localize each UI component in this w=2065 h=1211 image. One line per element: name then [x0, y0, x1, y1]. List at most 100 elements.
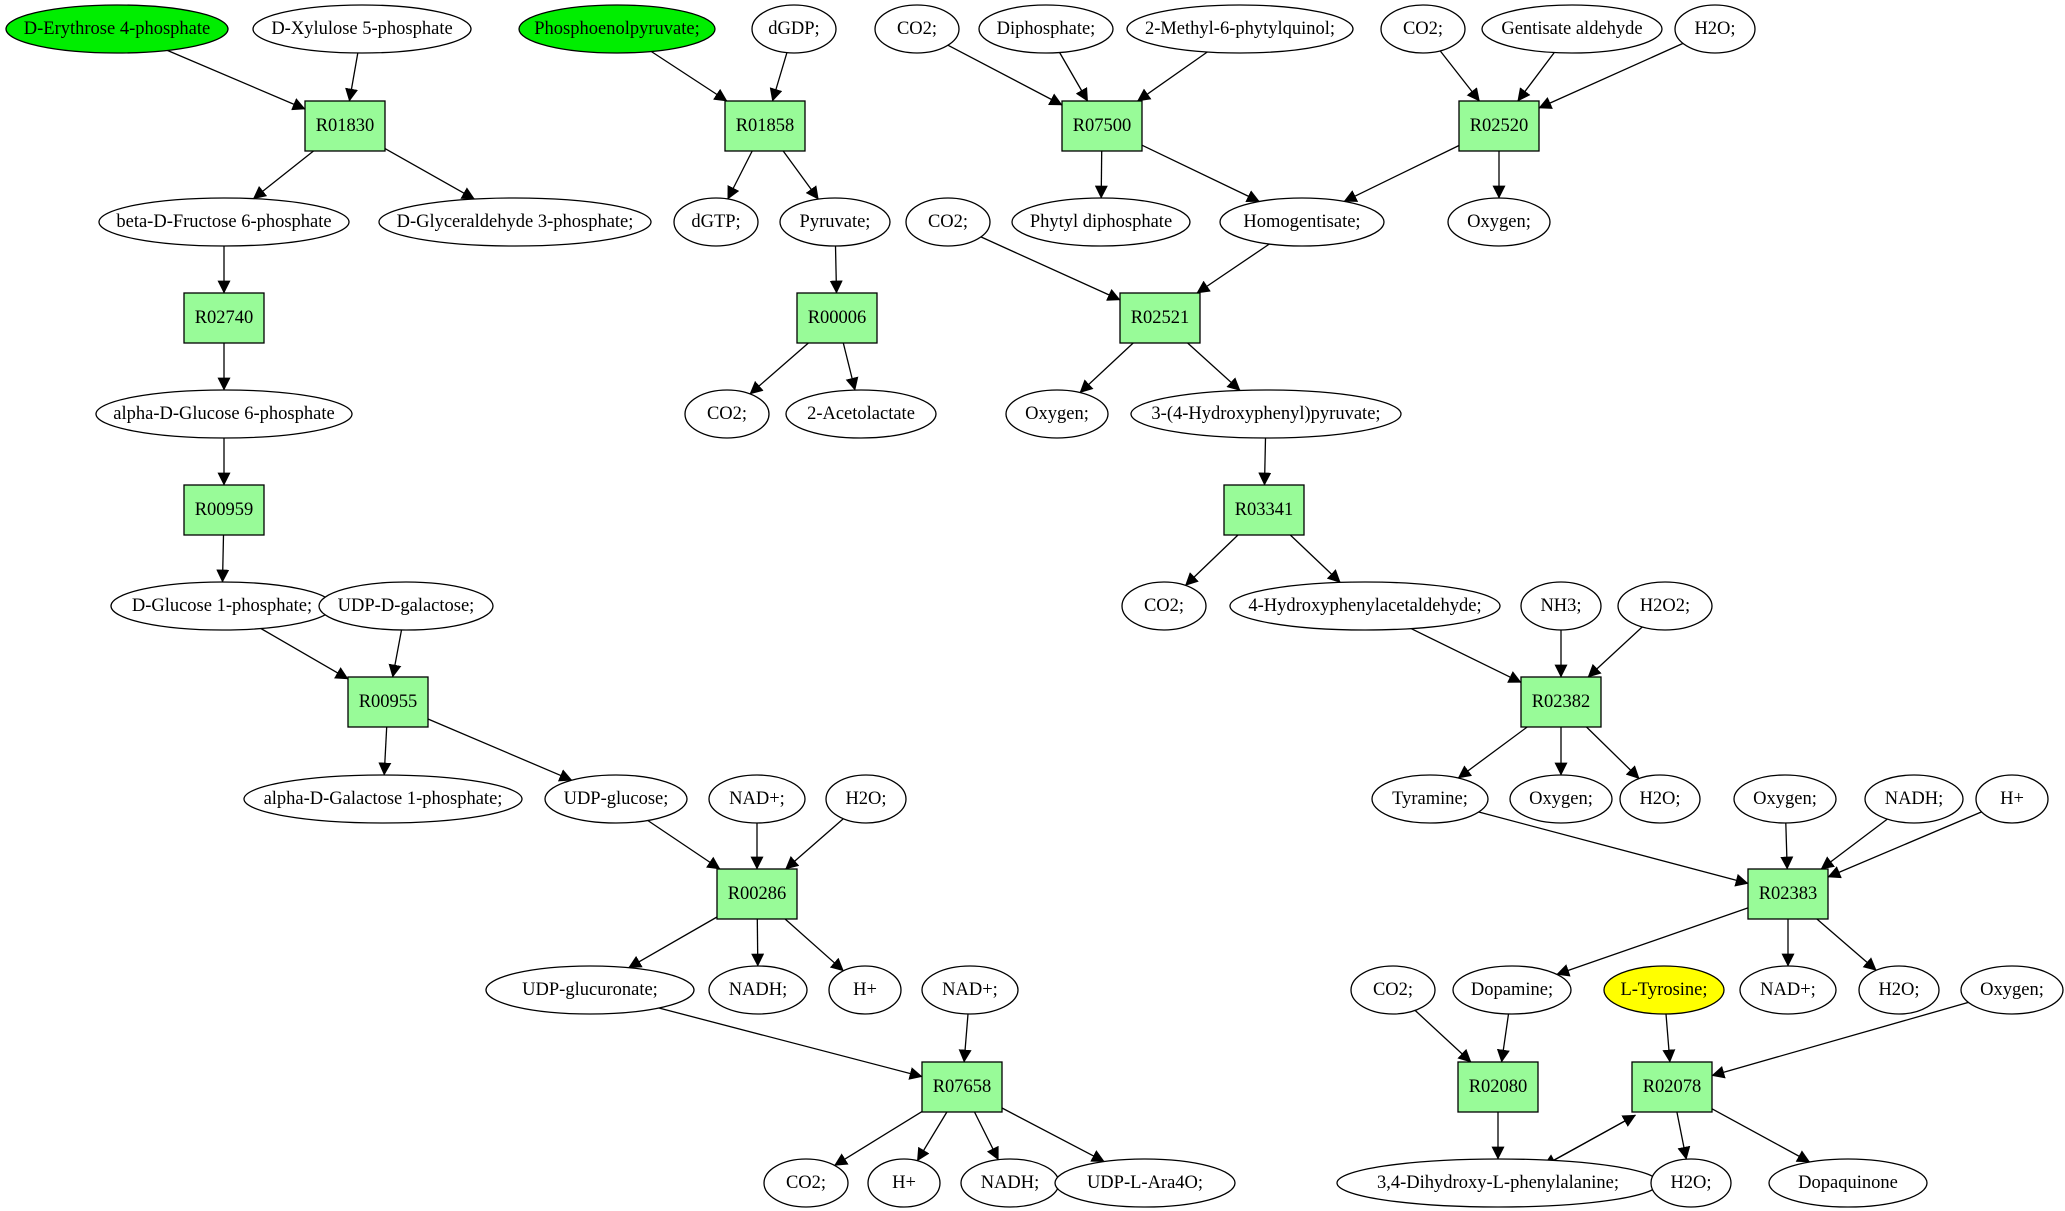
reaction-r07500[interactable]: R07500	[1061, 100, 1143, 152]
metabolite-h2o-r02520[interactable]: H2O;	[1674, 4, 1756, 54]
metabolite-tyramine[interactable]: Tyramine;	[1371, 774, 1489, 824]
metabolite-label: 2-Acetolactate	[807, 404, 915, 424]
metabolite-oxygen-r02382[interactable]: Oxygen;	[1509, 774, 1613, 824]
metabolite-label: CO2;	[897, 19, 937, 39]
metabolite-nad-r02383[interactable]: NAD+;	[1739, 965, 1837, 1015]
metabolite-oxygen-r02383[interactable]: Oxygen;	[1733, 774, 1837, 824]
metabolite-alpha-d-galactose-1-phosphate[interactable]: alpha-D-Galactose 1-phosphate;	[243, 774, 523, 824]
metabolite-h-r00286[interactable]: H+	[828, 965, 902, 1015]
metabolite-pyruvate[interactable]: Pyruvate;	[779, 197, 891, 247]
metabolite-hydroxyphenylacetaldehyde[interactable]: 4-Hydroxyphenylacetaldehyde;	[1229, 581, 1501, 631]
metabolite-label: D-Erythrose 4-phosphate	[24, 19, 211, 39]
reaction-r03341[interactable]: R03341	[1223, 484, 1305, 536]
metabolite-ellipse	[1219, 197, 1385, 247]
reaction-box	[1520, 676, 1602, 728]
reaction-label: R01830	[316, 116, 375, 136]
reaction-box	[796, 292, 878, 344]
metabolite-ellipse	[905, 197, 991, 247]
reaction-r00006[interactable]: R00006	[796, 292, 878, 344]
metabolite-d-glyceraldehyde-3-phosphate[interactable]: D-Glyceraldehyde 3-phosphate;	[378, 197, 652, 247]
metabolite-ellipse	[95, 389, 353, 439]
metabolite-phosphoenolpyruvate[interactable]: Phosphoenolpyruvate;	[518, 4, 716, 54]
reaction-r02520[interactable]: R02520	[1458, 100, 1540, 152]
edge-tyramine-to-r02383	[1478, 811, 1749, 887]
metabolite-oxygen-r02520[interactable]: Oxygen;	[1447, 197, 1551, 247]
metabolite-label: CO2;	[707, 404, 747, 424]
metabolite-beta-d-fructose-6-phosphate[interactable]: beta-D-Fructose 6-phosphate	[98, 197, 350, 247]
metabolite-co2-r02521[interactable]: CO2;	[905, 197, 991, 247]
metabolite-nad-r07658[interactable]: NAD+;	[921, 965, 1019, 1015]
metabolite-oxygen-r02078[interactable]: Oxygen;	[1960, 965, 2064, 1015]
metabolite-dgdp[interactable]: dGDP;	[751, 4, 837, 54]
edge-udp_d_galactose-to-r00955	[388, 629, 403, 678]
metabolite-h-r07658[interactable]: H+	[867, 1158, 941, 1208]
metabolite-ellipse	[485, 965, 695, 1015]
metabolite-h-r02383[interactable]: H+	[1975, 774, 2049, 824]
reaction-r00955[interactable]: R00955	[347, 676, 429, 728]
metabolite-d-glucose-1-phosphate[interactable]: D-Glucose 1-phosphate;	[110, 581, 334, 631]
metabolite-homogentisate[interactable]: Homogentisate;	[1219, 197, 1385, 247]
metabolite-label: 2-Methyl-6-phytylquinol;	[1145, 19, 1335, 39]
metabolite-udp-l-ara4o[interactable]: UDP-L-Ara4O;	[1054, 1158, 1236, 1208]
metabolite-nadh-r02383[interactable]: NADH;	[1864, 774, 1964, 824]
reaction-r02382[interactable]: R02382	[1520, 676, 1602, 728]
reaction-r02080[interactable]: R02080	[1457, 1061, 1539, 1113]
metabolite-label: NADH;	[981, 1173, 1040, 1193]
metabolite-dopaquinone[interactable]: Dopaquinone	[1768, 1158, 1928, 1208]
metabolite-nh3[interactable]: NH3;	[1520, 581, 1602, 631]
edge-d_erythrose_4_phosphate-to-r01830	[167, 49, 306, 111]
edge-d_xylulose_5_phosphate-to-r01830	[345, 52, 359, 102]
reaction-r07658[interactable]: R07658	[921, 1061, 1003, 1113]
reaction-box	[1458, 100, 1540, 152]
reaction-r02078[interactable]: R02078	[1631, 1061, 1713, 1113]
metabolite-ellipse	[518, 4, 716, 54]
metabolite-d-xylulose-5-phosphate[interactable]: D-Xylulose 5-phosphate	[252, 4, 472, 54]
metabolite-co2-r00006[interactable]: CO2;	[684, 389, 770, 439]
metabolite-label: H2O;	[1878, 980, 1919, 1000]
metabolite-dopa[interactable]: 3,4-Dihydroxy-L-phenylalanine;	[1336, 1158, 1660, 1208]
metabolite-h2o-r02383[interactable]: H2O;	[1858, 965, 1940, 1015]
metabolite-ellipse	[1130, 389, 1402, 439]
edge-nadh_r02383-to-r02383	[1820, 818, 1888, 870]
metabolite-udp-glucuronate[interactable]: UDP-glucuronate;	[485, 965, 695, 1015]
metabolite-h2o2[interactable]: H2O2;	[1617, 581, 1713, 631]
reaction-r00286[interactable]: R00286	[716, 868, 798, 920]
metabolite-phytyl-diphosphate[interactable]: Phytyl diphosphate	[1011, 197, 1191, 247]
metabolite-l-tyrosine[interactable]: L-Tyrosine;	[1603, 965, 1725, 1015]
metabolite-h2o-r02078[interactable]: H2O;	[1650, 1158, 1732, 1208]
metabolite-co2-r02520[interactable]: CO2;	[1380, 4, 1466, 54]
metabolite-nad-r00286[interactable]: NAD+;	[708, 774, 806, 824]
reaction-r02740[interactable]: R02740	[183, 292, 265, 344]
metabolite-d-erythrose-4-phosphate[interactable]: D-Erythrose 4-phosphate	[5, 4, 229, 54]
metabolite-nadh-r07658[interactable]: NADH;	[960, 1158, 1060, 1208]
reaction-r02521[interactable]: R02521	[1119, 292, 1201, 344]
metabolite-acetolactate[interactable]: 2-Acetolactate	[785, 389, 937, 439]
metabolite-co2-r07500[interactable]: CO2;	[874, 4, 960, 54]
metabolite-h2o-r00286[interactable]: H2O;	[825, 774, 907, 824]
metabolite-co2-r03341[interactable]: CO2;	[1121, 581, 1207, 631]
metabolite-h2o-r02382[interactable]: H2O;	[1619, 774, 1701, 824]
metabolite-hydroxyphenylpyruvate[interactable]: 3-(4-Hydroxyphenyl)pyruvate;	[1130, 389, 1402, 439]
reaction-r01830[interactable]: R01830	[304, 100, 386, 152]
metabolite-dopamine[interactable]: Dopamine;	[1452, 965, 1572, 1015]
metabolite-udp-glucose[interactable]: UDP-glucose;	[544, 774, 688, 824]
metabolite-nadh-r00286[interactable]: NADH;	[708, 965, 808, 1015]
metabolite-diphosphate[interactable]: Diphosphate;	[978, 4, 1114, 54]
metabolite-co2-r02080[interactable]: CO2;	[1350, 965, 1436, 1015]
metabolite-dgtp[interactable]: dGTP;	[673, 197, 759, 247]
edge-udp_glucuronate-to-r07658	[658, 1007, 923, 1080]
metabolite-ellipse	[1380, 4, 1466, 54]
reaction-r01858[interactable]: R01858	[724, 100, 806, 152]
metabolite-udp-d-galactose[interactable]: UDP-D-galactose;	[318, 581, 494, 631]
metabolite-methyl-phytylquinol[interactable]: 2-Methyl-6-phytylquinol;	[1126, 4, 1354, 54]
metabolite-co2-r07658[interactable]: CO2;	[763, 1158, 849, 1208]
metabolite-oxygen-r02521[interactable]: Oxygen;	[1005, 389, 1109, 439]
metabolite-alpha-d-glucose-6-phosphate[interactable]: alpha-D-Glucose 6-phosphate	[95, 389, 353, 439]
reaction-r00959[interactable]: R00959	[183, 484, 265, 536]
reaction-box	[347, 676, 429, 728]
reaction-r02383[interactable]: R02383	[1747, 868, 1829, 920]
metabolite-gentisate-aldehyde[interactable]: Gentisate aldehyde	[1481, 4, 1663, 54]
metabolite-ellipse	[252, 4, 472, 54]
metabolite-ellipse	[5, 4, 229, 54]
metabolite-ellipse	[828, 965, 902, 1015]
